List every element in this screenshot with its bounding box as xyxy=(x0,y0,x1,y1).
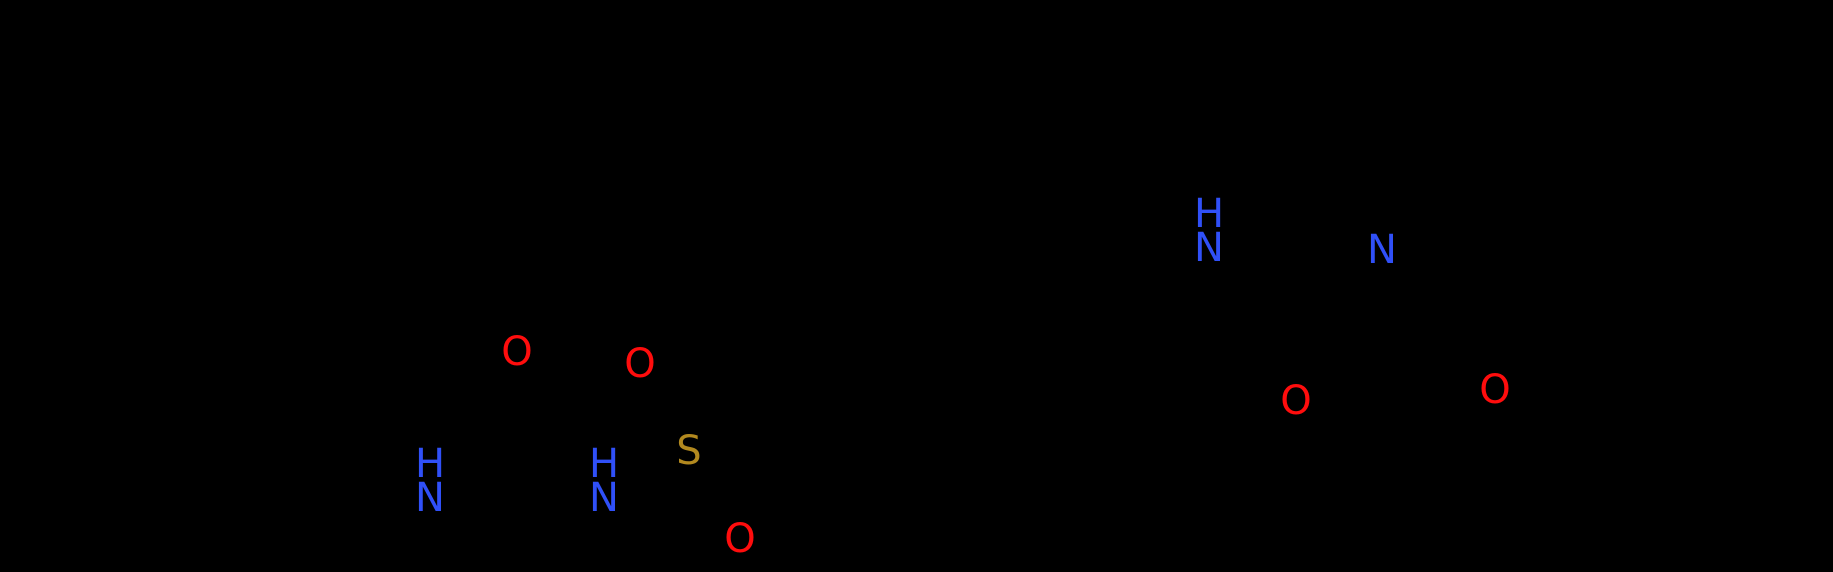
atom-hydrogen-label: H xyxy=(414,441,446,487)
atom-label: O xyxy=(1479,367,1511,413)
atom-oxygen-carbonyl-1: O xyxy=(497,332,537,372)
atom-label: N xyxy=(1194,225,1224,271)
atom-nitrogen-amine-1: H N xyxy=(410,441,450,521)
atom-label: S xyxy=(676,428,702,474)
atom-oxygen-sulfonyl-1: O xyxy=(620,344,660,384)
atom-label: O xyxy=(1280,378,1312,424)
atom-oxygen-ester: O xyxy=(1475,370,1515,410)
atom-hydrogen-label: H xyxy=(1193,191,1225,237)
atom-label: N xyxy=(415,475,445,521)
atom-label: N xyxy=(1367,227,1397,273)
atom-oxygen-carbonyl-2: O xyxy=(1276,381,1316,421)
atom-nitrogen-amine-2: H N xyxy=(584,441,624,521)
atom-oxygen-sulfonyl-2: O xyxy=(720,519,760,559)
atom-label: O xyxy=(624,341,656,387)
atom-nitrogen-amine-3: H N xyxy=(1189,191,1229,271)
atom-hydrogen-label: H xyxy=(588,441,620,487)
atom-sulfur: S xyxy=(669,431,709,471)
atom-label: N xyxy=(589,475,619,521)
atom-label: O xyxy=(724,516,756,562)
atom-label: O xyxy=(501,329,533,375)
atom-nitrogen-tertiary: N xyxy=(1362,230,1402,270)
